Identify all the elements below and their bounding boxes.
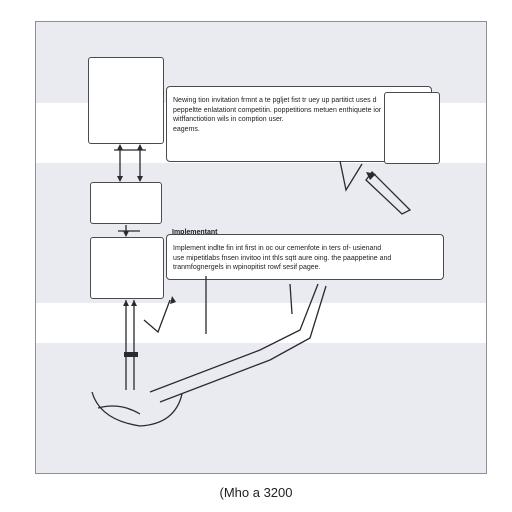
- pointer-stroke: [143, 299, 171, 334]
- callout-mid-line: use mipetitlabs fnsen invitoo int thls s…: [173, 254, 392, 262]
- bowl-sketch: [91, 391, 183, 427]
- bowl-sketch: [97, 405, 141, 415]
- callout-top-line: Newing tion invitation frmnt a te pgljet…: [173, 97, 377, 104]
- arrowhead-up: [131, 300, 137, 306]
- arrowhead-down: [117, 176, 123, 182]
- diagonal-stroke: [159, 285, 327, 403]
- callout-mid-title: Implementant: [172, 229, 218, 236]
- side-box: [384, 92, 440, 164]
- arrowhead-up: [137, 144, 143, 150]
- diagonal-stroke: [149, 283, 319, 393]
- callout-mid: Implement indlte fin int first in oc our…: [166, 234, 444, 280]
- arrowhead: [170, 296, 176, 304]
- arrowhead: [366, 172, 376, 180]
- arrowhead-down: [123, 231, 129, 237]
- connector-clip: [124, 352, 138, 357]
- process-box-2: [90, 182, 162, 224]
- process-box-1: [88, 57, 164, 144]
- diagonal-stroke: [289, 283, 293, 315]
- process-box-3: [90, 237, 164, 299]
- arrowhead-up: [117, 144, 123, 150]
- callout-tail: [339, 160, 363, 192]
- arrowhead-down: [137, 176, 143, 182]
- callout-mid-line: tranmfognergels in wpinopitist rowf sesi…: [173, 264, 321, 271]
- arrowhead-up: [123, 300, 129, 306]
- callout-mid-line: Implement indlte fin int first in oc our…: [173, 245, 382, 252]
- callout-top-line: peppeltte enlatationt competitin. poppet…: [173, 106, 382, 114]
- callout-top-line: eagems.: [173, 125, 200, 133]
- background-band: [36, 303, 486, 343]
- arrow-shape: [365, 171, 412, 215]
- callout-top-line: witffanctiotion wils in comption user.: [173, 116, 284, 123]
- figure-caption: (Mho a 3200: [219, 485, 293, 500]
